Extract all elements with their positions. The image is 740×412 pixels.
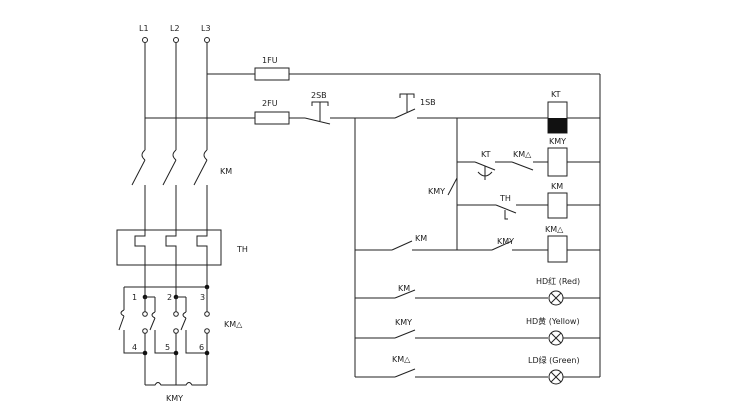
km-hold-contact	[391, 240, 413, 251]
lamp-contact-km-label: KM	[398, 284, 410, 293]
kmd-contact-label: KM△	[513, 150, 532, 159]
fuse-1fu	[254, 67, 290, 81]
kmd-coil	[547, 235, 568, 263]
km-hold-label: KM	[415, 234, 427, 243]
kmd-main-contact-2	[149, 311, 176, 354]
th-contact-label: TH	[499, 194, 511, 203]
lamp-contact-kmy-label: KMY	[395, 318, 412, 327]
kmd-main-label: KM△	[224, 320, 243, 329]
phase-label-l3: L3	[201, 24, 211, 33]
terminal	[204, 311, 210, 317]
kmd-coil-label: KM△	[545, 225, 564, 234]
lamp-cross	[550, 332, 562, 344]
kmd-contact	[511, 161, 534, 171]
stop-button-label: 2SB	[311, 91, 327, 100]
kt-contact-label: KT	[481, 150, 491, 159]
kmy-star-label: KMY	[166, 394, 183, 403]
terminal	[142, 328, 148, 334]
lamp-cross	[550, 292, 562, 304]
terminal	[173, 328, 179, 334]
start-button-contact	[394, 108, 416, 119]
lamp-yellow-label: HD黄 (Yellow)	[526, 316, 580, 326]
terminal-label-4: 4	[132, 343, 137, 352]
km-main-contact-3	[193, 149, 208, 230]
km-main-contact-1	[131, 149, 146, 230]
fuse-label-1fu: 1FU	[262, 56, 278, 65]
thermal-element-3	[196, 230, 208, 265]
thermal-element-2	[165, 230, 177, 265]
kmy-contact	[447, 177, 458, 196]
th-contact	[495, 204, 517, 214]
lamp-contact-km	[394, 289, 416, 299]
kmy-coil	[547, 147, 568, 177]
junction-dot	[204, 350, 210, 356]
lamp-contact-kmd-label: KM△	[392, 355, 411, 364]
kmy-contact-label: KMY	[428, 187, 445, 196]
lamp-green-label: LD绿 (Green)	[528, 356, 580, 365]
kmd-main-contact-3	[180, 311, 207, 354]
kt-coil-label: KT	[551, 90, 561, 99]
terminal-label-1: 1	[132, 293, 137, 302]
kmy-contact2-label: KMY	[497, 237, 514, 246]
terminal	[142, 311, 148, 317]
thermal-relay-label: TH	[236, 245, 248, 254]
thermal-relay	[116, 229, 222, 266]
junction-dot	[173, 350, 179, 356]
phase-label-l1: L1	[139, 24, 149, 33]
kmy-coil-label: KMY	[549, 137, 566, 146]
lamp-contact-kmy	[394, 329, 416, 339]
stop-button-contact	[304, 117, 331, 125]
start-button-actuator	[399, 93, 415, 112]
stop-button-actuator	[311, 101, 329, 121]
fuse-label-2fu: 2FU	[262, 99, 278, 108]
thermal-element-1	[134, 230, 146, 265]
terminal-label-6: 6	[199, 343, 204, 352]
terminal-label-5: 5	[165, 343, 170, 352]
lamp-cross	[550, 371, 562, 383]
kmd-main-contact-1	[118, 309, 145, 354]
start-button-label: 1SB	[420, 98, 436, 107]
kmy-contact2	[491, 240, 513, 251]
junction-dot	[142, 350, 148, 356]
km-main-label: KM	[220, 167, 232, 176]
terminal	[204, 328, 210, 334]
kmy-star-contact	[145, 382, 207, 386]
terminal-l3	[204, 37, 210, 43]
terminal	[173, 311, 179, 317]
kt-coil-fill	[548, 118, 567, 133]
km-coil	[547, 192, 568, 219]
th-mark	[504, 210, 508, 220]
kt-timer-mark	[477, 166, 493, 180]
lamp-contact-kmd	[394, 368, 416, 378]
lamp-red-label: HD红 (Red)	[536, 276, 580, 286]
km-main-contact-2	[162, 149, 177, 230]
phase-label-l2: L2	[170, 24, 180, 33]
terminal-l2	[173, 37, 179, 43]
km-coil-label: KM	[551, 182, 563, 191]
terminal-label-3: 3	[200, 293, 205, 302]
terminal-l1	[142, 37, 148, 43]
fuse-2fu	[254, 111, 290, 125]
terminal-label-2: 2	[167, 293, 172, 302]
